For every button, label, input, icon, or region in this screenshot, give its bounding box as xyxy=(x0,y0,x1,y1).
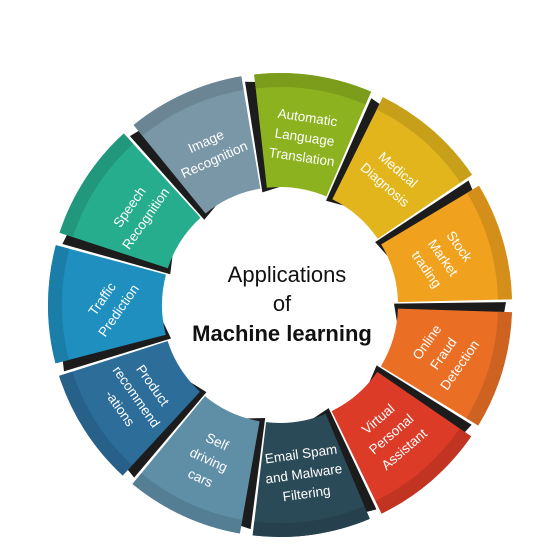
segment-10: SpeechRecognition xyxy=(59,133,201,275)
segment-6: Email Spamand MalwareFiltering xyxy=(252,408,377,537)
segment-rim xyxy=(133,76,244,136)
center-title-line3: Machine learning xyxy=(192,321,372,346)
segment-7: Selfdrivingcars xyxy=(132,396,266,534)
center-title-line2: of xyxy=(273,291,292,316)
segment-tile xyxy=(331,371,472,514)
segment-rim xyxy=(252,506,370,537)
segment-tile xyxy=(254,73,372,197)
segment-9: TrafficPrediction xyxy=(47,245,172,372)
center-circle xyxy=(168,193,392,417)
segment-5: VirtualPersonalAssistant xyxy=(331,365,472,514)
segment-1: AutomaticLanguageTranslation xyxy=(245,73,372,197)
segment-rim xyxy=(376,97,473,183)
segment-3: StockMarkettrading xyxy=(375,180,512,303)
segment-rim xyxy=(466,311,512,426)
segment-tile xyxy=(252,413,370,537)
segment-tile xyxy=(47,245,166,364)
segment-rim xyxy=(132,473,243,534)
segment-2: MedicalDiagnosis xyxy=(326,97,473,239)
segment-rim xyxy=(254,73,372,105)
segment-label-line: Filtering xyxy=(282,483,332,505)
center-title-line1: Applications xyxy=(228,262,347,287)
segment-4: OnlineFraudDetection xyxy=(380,302,512,426)
segment-rim xyxy=(47,245,70,364)
segment-8: Productrecommend-ations xyxy=(59,341,207,478)
segment-rim xyxy=(375,428,472,514)
segment-label: AutomaticLanguageTranslation xyxy=(268,105,342,169)
segment-11: ImageRecognition xyxy=(129,76,261,220)
segment-rim xyxy=(59,371,133,476)
segment-tile xyxy=(332,97,473,239)
segment-rim xyxy=(466,185,512,300)
segment-rim xyxy=(59,133,134,238)
